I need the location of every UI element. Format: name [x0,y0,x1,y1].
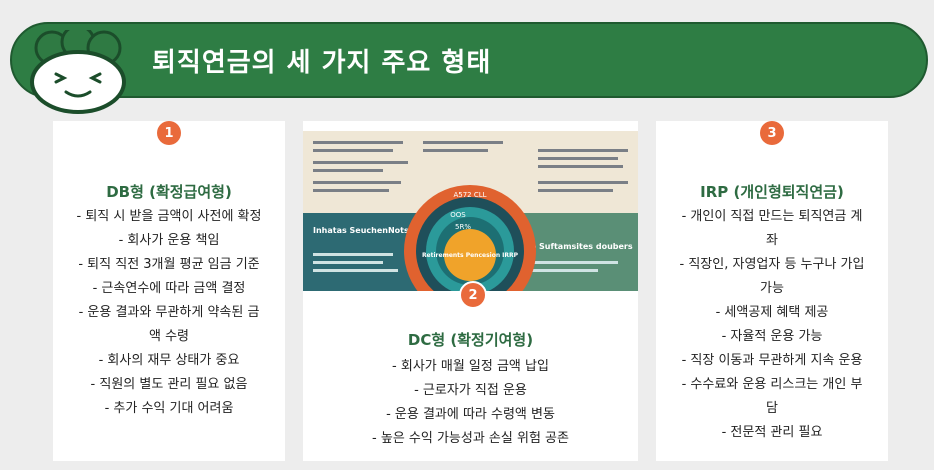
list-item: - 근속연수에 따라 금액 결정 [92,281,246,296]
list-item: - 개인이 직접 만드는 퇴직연금 계 [681,209,863,224]
card-title: DC형 (확정기여형) [407,331,534,349]
list-item: 좌 [766,233,778,248]
feature-list: - 퇴직 시 받을 금액이 사전에 확정 - 회사가 운용 책임 - 퇴직 직전… [67,205,271,421]
list-item: - 회사가 매월 일정 금액 납입 [392,359,549,374]
list-item: - 회사의 재무 상태가 중요 [98,353,240,368]
ring-label: OOS [450,211,466,219]
infographic-left-heading: Inhatas SeuchenNots [313,226,409,235]
retirement-infographic-image: Inhatas SeuchenNots So Suftamsites doube… [303,131,638,291]
list-item: - 운용 결과와 무관하게 약속된 금 [78,305,260,320]
list-item: 담 [766,401,778,416]
list-item: 가능 [760,281,784,296]
step-number-badge: 3 [760,121,784,145]
list-item: - 직원의 별도 관리 필요 없음 [90,377,248,392]
list-item: - 높은 수익 가능성과 손실 위험 공존 [372,431,569,446]
list-item: - 퇴직 직전 3개월 평균 임금 기준 [78,257,260,272]
list-item: - 직장 이동과 무관하게 지속 운용 [681,353,863,368]
card-title: DB형 (확정급여형) [106,183,232,201]
header-banner: 퇴직연금의 세 가지 주요 형태 [10,22,928,114]
list-item: - 회사가 운용 책임 [118,233,220,248]
card-dc: Inhatas SeuchenNots So Suftamsites doube… [303,121,638,461]
card-title: IRP (개인형퇴직연금) [700,183,844,201]
step-number-badge: 1 [157,121,181,145]
list-item: 액 수령 [148,329,189,344]
list-item: - 전문적 관리 필요 [721,425,823,440]
mascot-face-icon [30,30,126,114]
feature-list: - 개인이 직접 만드는 퇴직연금 계 좌 - 직장인, 자영업자 등 누구나 … [670,205,874,445]
card-db: 1 DB형 (확정급여형) - 퇴직 시 받을 금액이 사전에 확정 - 회사가… [53,121,285,461]
list-item: - 직장인, 자영업자 등 누구나 가입 [679,257,865,272]
list-item: - 운용 결과에 따라 수령액 변동 [386,407,555,422]
feature-list: - 회사가 매월 일정 금액 납입 - 근로자가 직접 운용 - 운용 결과에 … [317,355,624,451]
infographic-right-heading: So Suftamsites doubers [525,242,633,251]
ring-label: A572 CLL [453,191,486,199]
card-irp: 3 IRP (개인형퇴직연금) - 개인이 직접 만드는 퇴직연금 계 좌 - … [656,121,888,461]
list-item: - 근로자가 직접 운용 [414,383,527,398]
page-title: 퇴직연금의 세 가지 주요 형태 [152,48,492,78]
list-item: - 퇴직 시 받을 금액이 사전에 확정 [76,209,262,224]
list-item: - 자율적 운용 가능 [721,329,823,344]
list-item: - 수수료와 운용 리스크는 개인 부 [681,377,863,392]
list-item: - 세액공제 혜택 제공 [715,305,829,320]
ring-label: 5R% [455,223,471,231]
step-number-badge: 2 [459,281,487,309]
list-item: - 추가 수익 기대 어려움 [104,401,234,416]
infographic-center-label: Retirements Pencesion IRRP [422,252,519,259]
